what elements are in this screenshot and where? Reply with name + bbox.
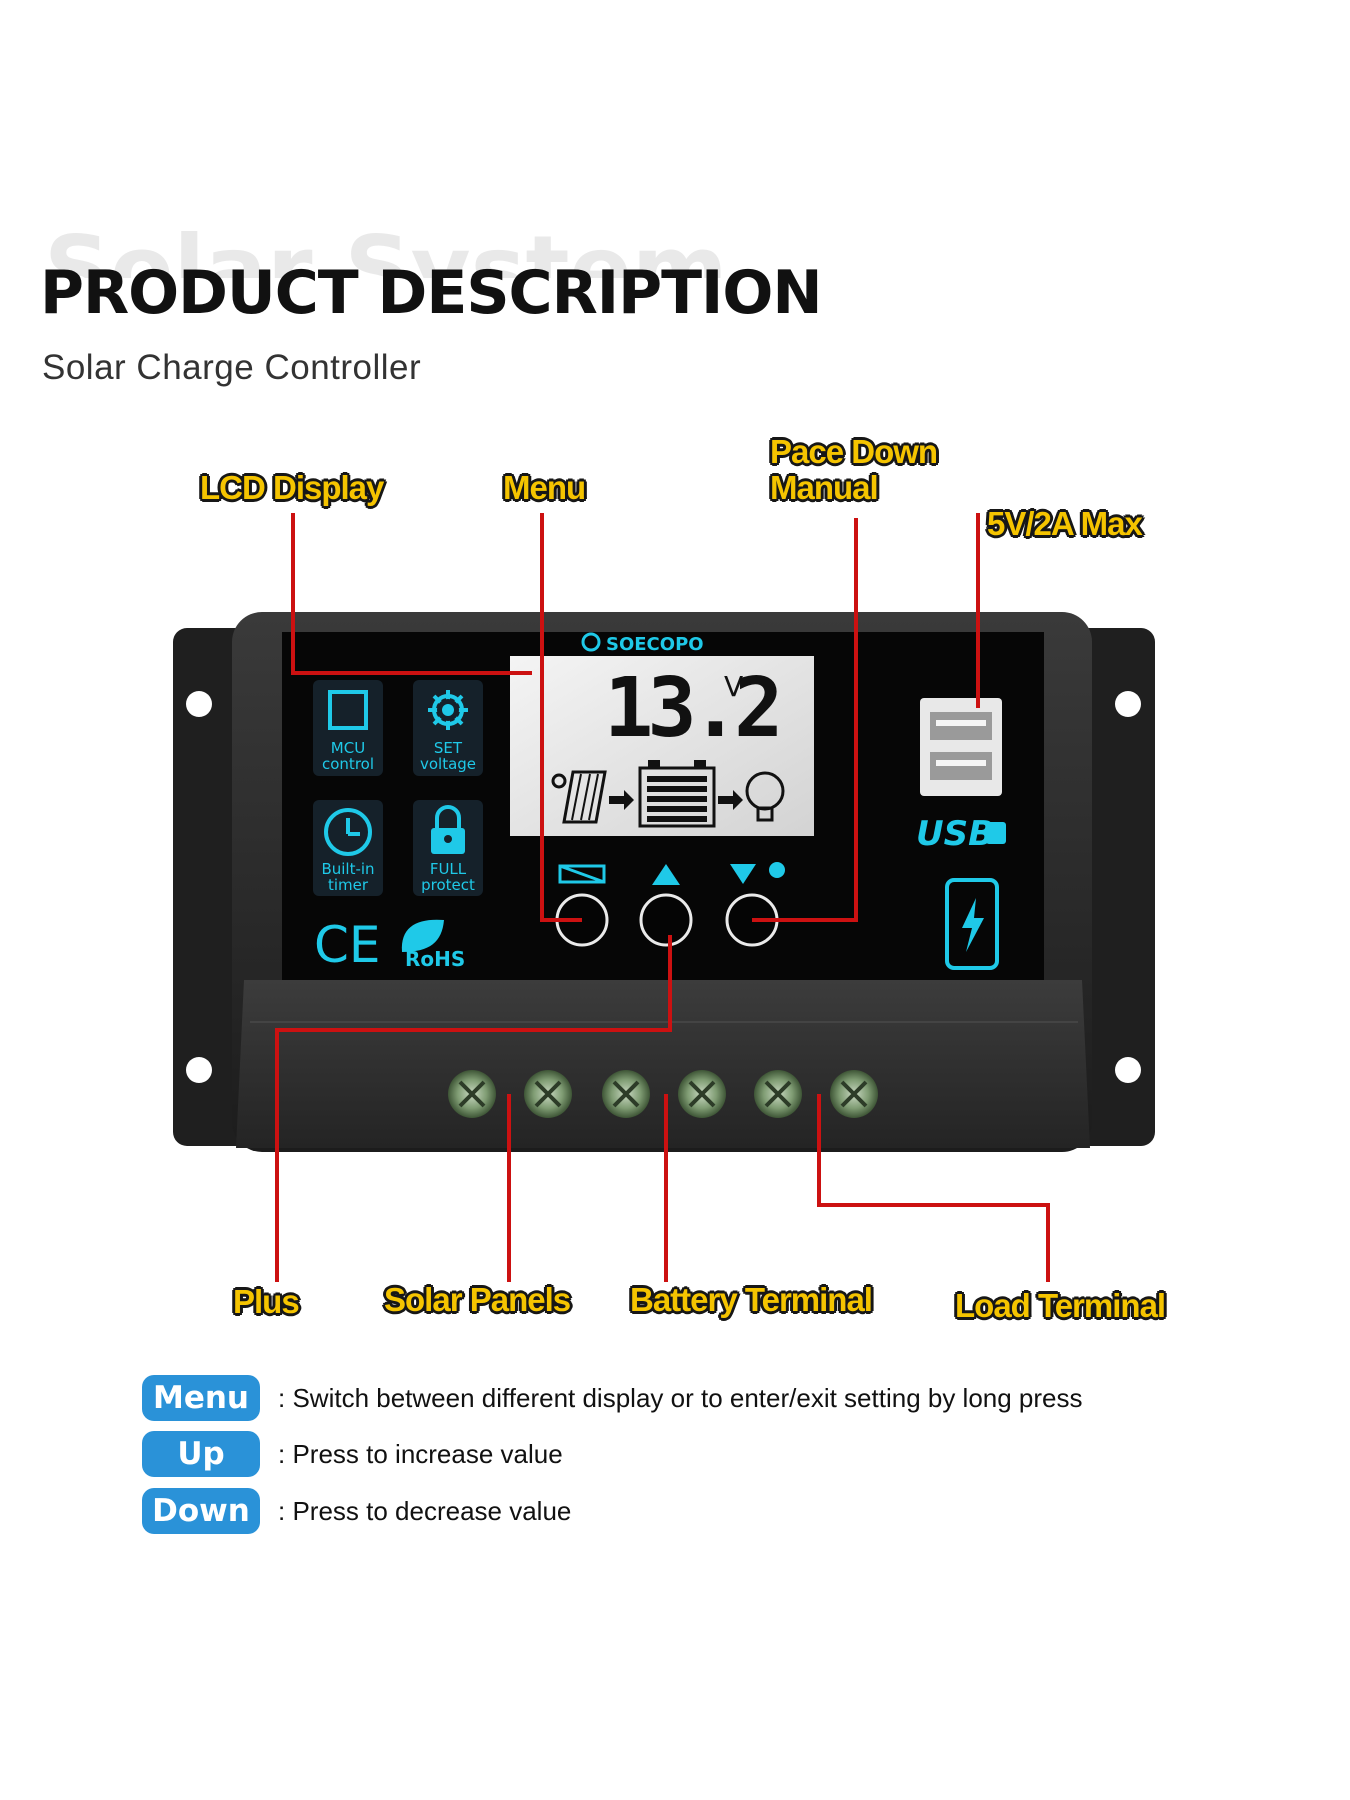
- callout-pace-down-line2: Manual: [770, 469, 879, 506]
- screw-terminal: [524, 1070, 572, 1118]
- callout-lcd-display: LCD Display: [200, 469, 384, 506]
- lcd-screen: 13.2 V: [510, 656, 814, 836]
- chip-icon: [328, 690, 368, 730]
- pointer-pace-down: [752, 518, 858, 922]
- up-button[interactable]: [639, 893, 693, 947]
- svg-text:USB: USB: [916, 814, 994, 854]
- clock-icon: [324, 808, 372, 856]
- screw-terminal: [602, 1070, 650, 1118]
- brand-logo: SOECOPO: [581, 632, 704, 655]
- callout-pace-down-line1: Pace Down: [770, 433, 938, 470]
- callout-solar-panels: Solar Panels: [384, 1281, 571, 1318]
- callout-load-terminal: Load Terminal: [955, 1287, 1166, 1324]
- rohs-mark: RoHS: [401, 919, 465, 971]
- arrow-right-icon: [609, 790, 634, 810]
- pointer-load-terminal: [817, 1094, 1050, 1282]
- callout-plus: Plus: [233, 1283, 300, 1320]
- page-title: PRODUCT DESCRIPTION: [40, 258, 823, 328]
- battery-icon: [638, 760, 716, 828]
- legend-row-up: Up : Press to increase value: [142, 1430, 563, 1478]
- sun-icon: [551, 773, 567, 789]
- legend-desc-menu: : Switch between different display or to…: [278, 1382, 1083, 1413]
- screw-terminal: [830, 1070, 878, 1118]
- svg-text:control: control: [322, 755, 374, 773]
- legend-row-menu: Menu : Switch between different display …: [142, 1374, 1083, 1422]
- feature-full-protect: FULL protect: [413, 800, 483, 896]
- feature-set-voltage: SET voltage: [413, 680, 483, 776]
- ce-mark: CE: [314, 916, 381, 974]
- lcd-voltage-reading: 13.2: [604, 661, 777, 756]
- svg-text:MCU: MCU: [331, 739, 365, 757]
- gear-icon: [428, 690, 468, 730]
- svg-text:FULL: FULL: [430, 860, 467, 878]
- brand-name: SOECOPO: [606, 634, 704, 655]
- screw-terminal: [754, 1070, 802, 1118]
- legend-key-menu: Menu: [142, 1375, 260, 1421]
- screw-terminal: [678, 1070, 726, 1118]
- pointer-lines: [275, 513, 1050, 1282]
- battery-icon: [986, 822, 1006, 844]
- legend-desc-down: : Press to decrease value: [278, 1495, 572, 1526]
- terminal-block: [236, 980, 1090, 1148]
- svg-text:SET: SET: [434, 739, 463, 757]
- pointer-plus: [275, 935, 672, 1282]
- pointer-lcd-display: [291, 513, 532, 675]
- svg-text:Built-in: Built-in: [321, 860, 374, 878]
- screw-terminal: [448, 1070, 496, 1118]
- terminal-screws: [448, 1070, 878, 1118]
- legend-row-down: Down : Press to decrease value: [142, 1487, 571, 1535]
- pointer-menu: [540, 513, 582, 922]
- page-subtitle: Solar Charge Controller: [42, 348, 422, 387]
- background-watermark-title: Solar System: [44, 216, 728, 278]
- arrow-right-icon: [718, 790, 743, 810]
- svg-text:RoHS: RoHS: [405, 947, 465, 971]
- phone-charging-icon: [945, 878, 999, 970]
- feature-mcu-control: MCU control: [313, 680, 383, 776]
- down-load-symbol-icon: [730, 862, 785, 884]
- legend-key-up: Up: [142, 1431, 260, 1477]
- svg-text:timer: timer: [328, 876, 369, 894]
- up-triangle-icon: [652, 864, 680, 885]
- svg-text:voltage: voltage: [420, 755, 476, 773]
- light-bulb-icon: [745, 771, 785, 822]
- callout-battery-terminal: Battery Terminal: [630, 1281, 873, 1318]
- usb-label: USB: [916, 814, 1006, 854]
- feature-built-in-timer: Built-in timer: [313, 800, 383, 896]
- callout-menu: Menu: [503, 469, 586, 506]
- svg-text:protect: protect: [421, 876, 475, 894]
- legend-key-down: Down: [142, 1488, 260, 1534]
- lcd-voltage-unit: V: [724, 670, 743, 703]
- lock-icon: [431, 805, 465, 854]
- leaf-icon: [401, 919, 444, 952]
- callout-usb-max: 5V/2A Max: [987, 505, 1143, 542]
- legend-desc-up: : Press to increase value: [278, 1438, 563, 1469]
- usb-port: [920, 698, 1002, 796]
- menu-symbol-icon: [558, 864, 606, 884]
- solar-panel-icon: [562, 770, 607, 824]
